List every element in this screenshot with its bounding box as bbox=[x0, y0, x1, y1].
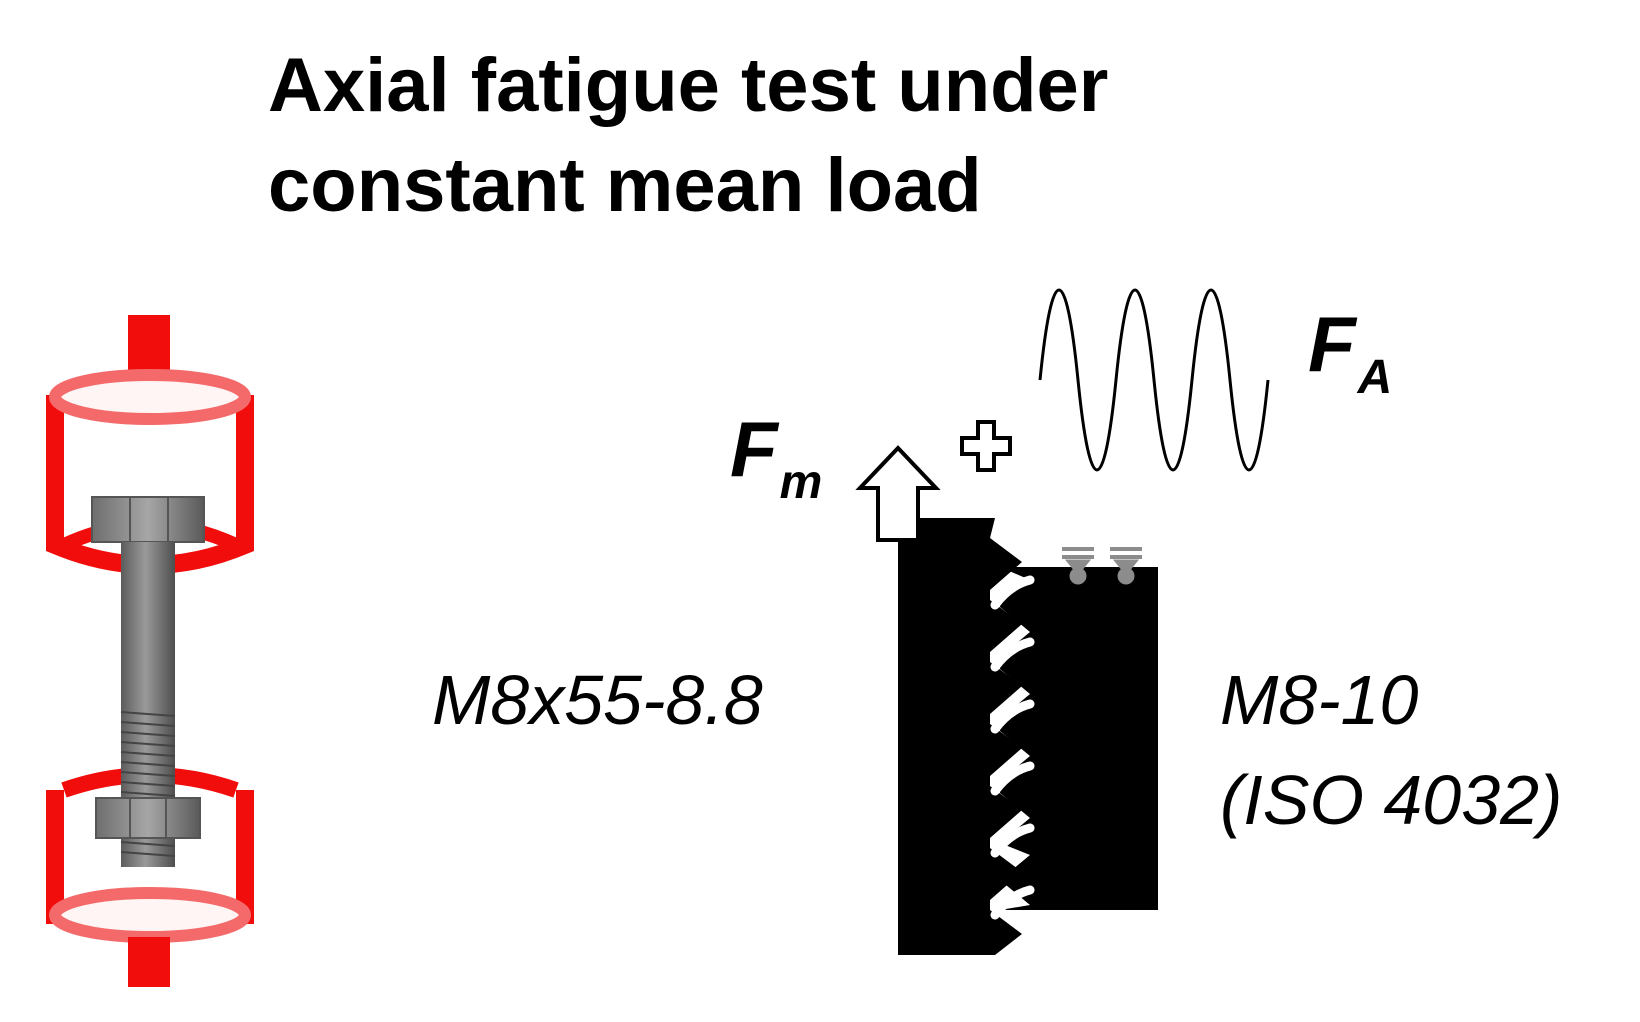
mean-force-subscript: m bbox=[779, 456, 823, 509]
bolt-head bbox=[91, 496, 205, 543]
bolt-nut bbox=[95, 797, 201, 839]
plus-sign-icon bbox=[960, 420, 1012, 472]
bolt-designation-label: M8x55-8.8 bbox=[432, 661, 763, 739]
nut-designation-line-1: M8-10 bbox=[1220, 661, 1419, 739]
nut-designation-label: M8-10 (ISO 4032) bbox=[1220, 650, 1562, 850]
test-fixture-icon bbox=[46, 315, 254, 987]
title-line-1: Axial fatigue test under bbox=[268, 43, 1109, 128]
nut-designation-line-2: (ISO 4032) bbox=[1220, 761, 1563, 839]
title-line-2: constant mean load bbox=[268, 143, 982, 228]
thread-gaps bbox=[990, 575, 1035, 920]
sine-wave-icon bbox=[1038, 288, 1270, 472]
up-arrow-icon bbox=[855, 445, 941, 542]
nut-section-shape bbox=[1000, 567, 1158, 910]
weld-mark-icon bbox=[1062, 547, 1142, 585]
diagram-title: Axial fatigue test under constant mean l… bbox=[268, 36, 1108, 236]
alternating-force-label: FA bbox=[1308, 305, 1392, 404]
bolt-icon bbox=[91, 496, 205, 867]
alternating-force-subscript: A bbox=[1357, 351, 1393, 404]
bolt-thread bbox=[120, 707, 176, 867]
alternating-force-symbol: F bbox=[1308, 300, 1356, 388]
lower-pull-rod bbox=[128, 937, 170, 987]
bolt-shank bbox=[121, 542, 175, 707]
mean-force-symbol: F bbox=[730, 405, 778, 493]
bolt-nut-section bbox=[898, 518, 1158, 955]
mean-force-label: Fm bbox=[730, 410, 822, 509]
bolt-section-shape bbox=[898, 518, 1022, 955]
